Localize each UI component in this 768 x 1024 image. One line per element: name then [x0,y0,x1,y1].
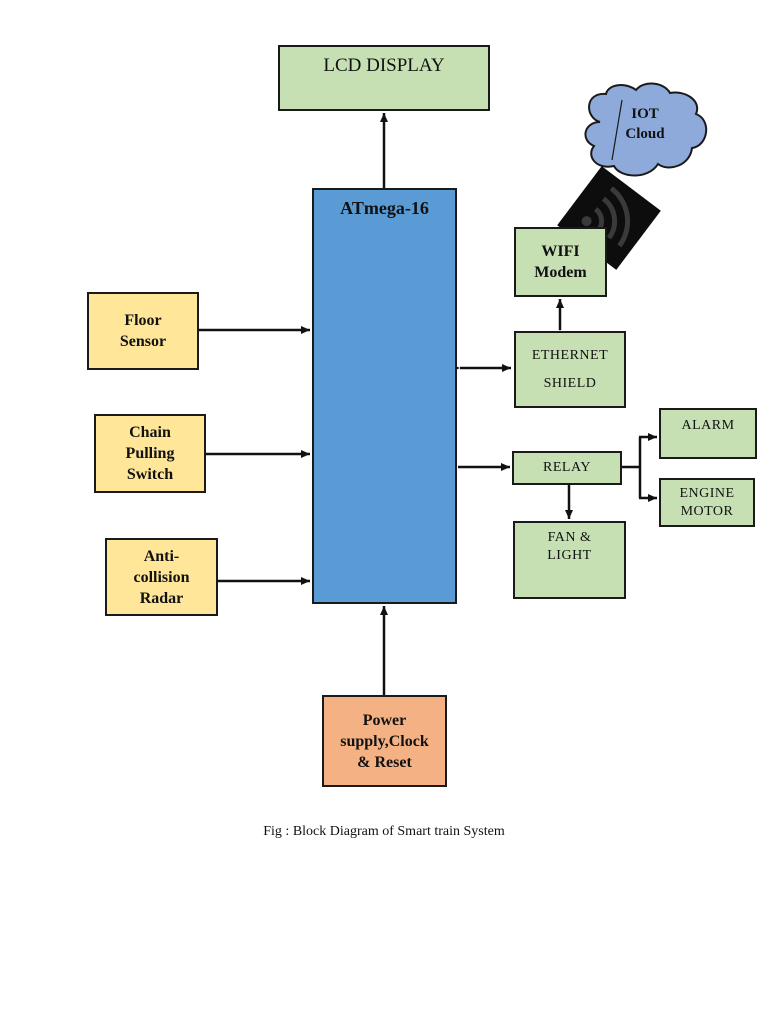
relay-block: RELAY [512,451,622,485]
floor-sensor-label: Floor Sensor [119,312,167,350]
alarm-label: ALARM [681,418,735,433]
fan-light-label: FAN & LIGHT [547,530,592,563]
lcd-display-block: LCD DISPLAY [278,45,490,111]
iot-cloud-label: IOT Cloud [625,106,665,142]
ethernet-shield-block: ETHERNET SHIELD [514,331,626,408]
atmega16-block: ATmega-16 [312,188,457,604]
wifi-modem-block: WIFI Modem [514,227,607,297]
wifi-modem-label: WIFI Modem [534,243,587,281]
floor-sensor-block: Floor Sensor [87,292,199,370]
engine-motor-block: ENGINE MOTOR [659,478,755,527]
anti-collision-radar-label: Anti- collision Radar [133,547,190,607]
alarm-block: ALARM [659,408,757,459]
relay-label: RELAY [543,460,591,475]
anti-collision-radar-block: Anti- collision Radar [105,538,218,616]
ethernet-shield-label: ETHERNET SHIELD [531,347,609,391]
chain-pulling-switch-label: Chain Pulling Switch [125,424,175,483]
atmega16-label: ATmega-16 [340,198,429,218]
power-supply-block: Power supply,Clock & Reset [322,695,447,787]
figure-caption: Fig : Block Diagram of Smart train Syste… [263,824,505,839]
iot-cloud-icon [584,82,707,177]
lcd-display-label: LCD DISPLAY [323,55,445,76]
fan-light-block: FAN & LIGHT [513,521,626,599]
power-supply-label: Power supply,Clock & Reset [340,711,429,771]
chain-pulling-switch-block: Chain Pulling Switch [94,414,206,493]
engine-motor-label: ENGINE MOTOR [679,485,735,519]
